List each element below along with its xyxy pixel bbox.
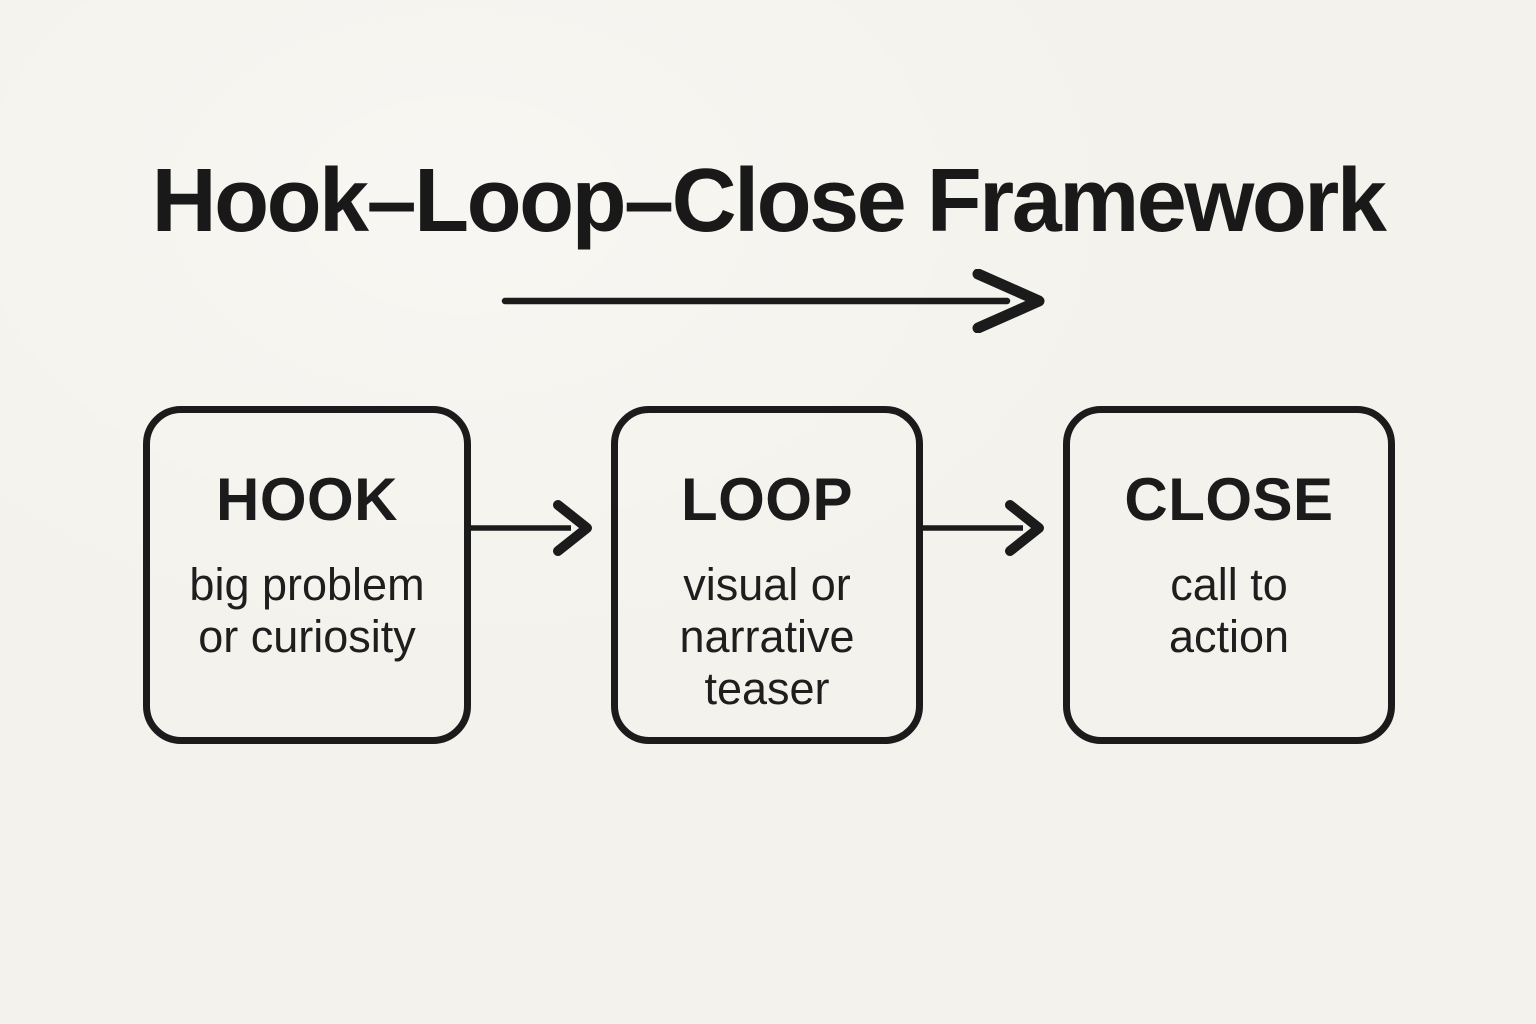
connector-hook-to-loop-arrow-icon <box>467 500 592 556</box>
flow-node-hook: HOOK big problem or curiosity <box>143 406 471 744</box>
flow-node-hook-description: big problem or curiosity <box>189 559 425 662</box>
flow-node-close: CLOSE call to action <box>1063 406 1395 744</box>
page-title: Hook–Loop–Close Framework <box>151 151 1387 251</box>
flow-node-loop: LOOP visual or narrative teaser <box>611 406 923 744</box>
flow-node-close-description: call to action <box>1168 559 1290 662</box>
flow-node-hook-label: HOOK <box>216 466 398 533</box>
flow-direction-arrow-icon <box>501 269 1045 333</box>
flow-node-loop-label: LOOP <box>680 466 853 533</box>
flow-node-close-label: CLOSE <box>1124 466 1334 533</box>
connector-loop-to-close-arrow-icon <box>919 500 1044 556</box>
flow-node-loop-description: visual or narrative teaser <box>679 559 855 714</box>
